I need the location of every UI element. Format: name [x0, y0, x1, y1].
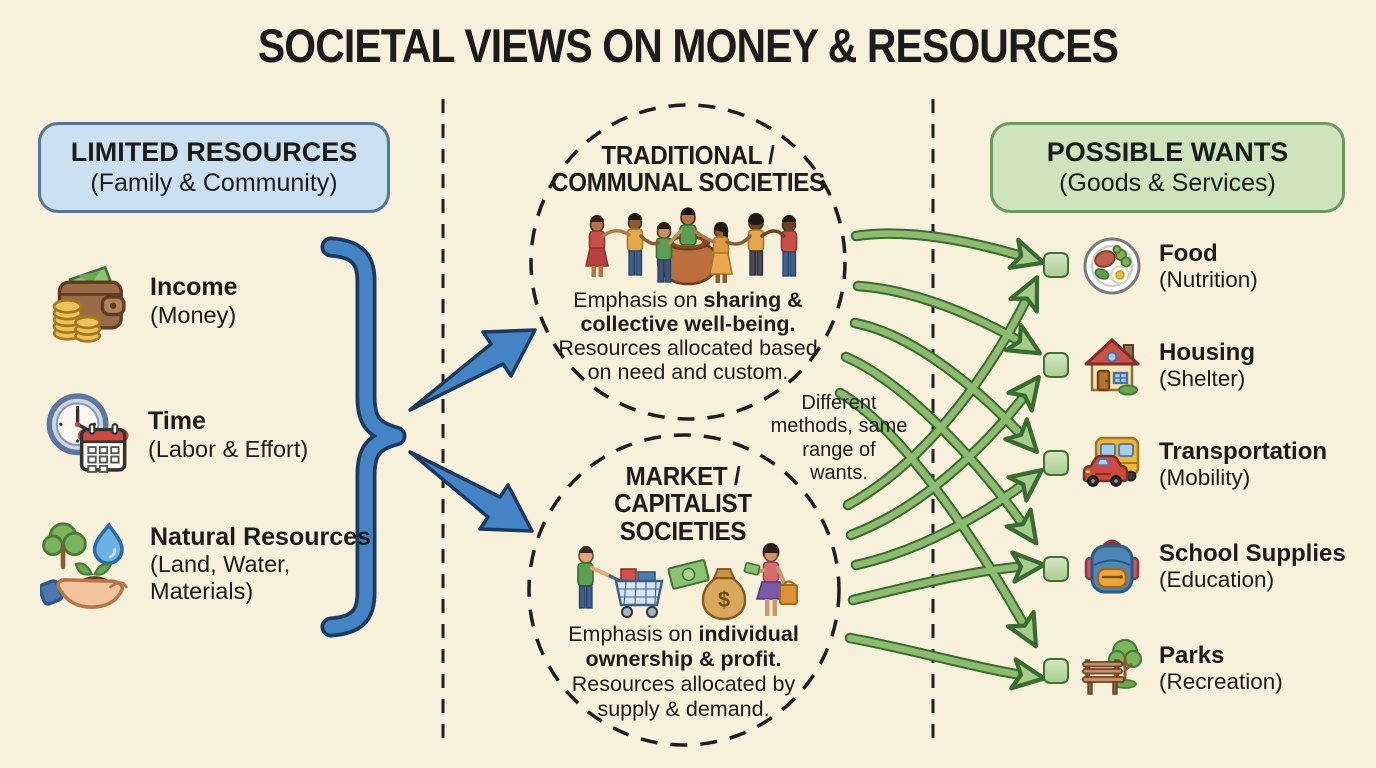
want-sublabel: (Nutrition)	[1159, 266, 1258, 292]
want-label: Food	[1159, 239, 1218, 267]
limited-resources-header: LIMITED RESOURCES (Family & Community)	[38, 122, 390, 213]
clock-calendar-icon	[46, 393, 129, 473]
blue-arrow-to-market	[408, 450, 534, 533]
want-label: Parks	[1159, 641, 1225, 669]
traditional-society-title: TRADITIONAL /COMMUNAL SOCIETIES	[551, 140, 825, 198]
want-row-housing: Housing (Shelter)	[1080, 333, 1255, 397]
resource-sublabel: (Land, Water, Materials)	[150, 551, 291, 605]
want-row-food: Food (Nutrition)	[1080, 234, 1258, 298]
possible-wants-header: POSSIBLE WANTS (Goods & Services)	[990, 122, 1345, 213]
house-icon	[1084, 338, 1140, 396]
resource-sublabel: (Labor & Effort)	[148, 435, 309, 462]
want-checkbox-food	[1043, 252, 1069, 278]
want-checkbox-school-supplies	[1043, 556, 1069, 582]
resource-text-income: Income (Money)	[150, 273, 238, 328]
want-sublabel: (Shelter)	[1159, 365, 1246, 391]
want-row-transportation: Transportation (Mobility)	[1080, 432, 1327, 496]
market-society-dashed-circle	[527, 433, 841, 747]
shoppers-cart-money-bag-illustration: $	[577, 543, 798, 621]
want-sublabel: (Mobility)	[1159, 464, 1251, 490]
want-text-housing: Housing (Shelter)	[1159, 339, 1255, 392]
resource-label: Time	[148, 407, 206, 436]
resource-label: Income	[150, 273, 238, 302]
blue-arrow-to-traditional	[408, 328, 537, 412]
resource-row-income: Income (Money)	[46, 258, 238, 344]
want-checkbox-housing	[1043, 352, 1069, 378]
want-row-parks: Parks (Recreation)	[1080, 636, 1283, 700]
limited-resources-subtitle: (Family & Community)	[90, 168, 338, 197]
resource-sublabel: (Money)	[150, 301, 237, 328]
possible-wants-title: POSSIBLE WANTS	[1046, 136, 1289, 167]
resource-text-time: Time (Labor & Effort)	[148, 407, 308, 462]
want-label: Transportation	[1159, 437, 1328, 465]
traditional-society-dashed-circle	[529, 103, 847, 421]
traditional-society-description: Emphasis on sharing &collective well-bei…	[558, 288, 818, 384]
want-text-food: Food (Nutrition)	[1159, 240, 1258, 293]
want-label: Housing	[1159, 338, 1255, 366]
want-label: School Supplies	[1159, 539, 1346, 567]
meal-plate-icon	[1083, 237, 1141, 295]
svg-text:$: $	[718, 587, 730, 612]
hand-plant-droplet-icon	[40, 522, 128, 609]
page-title: SOCIETAL VIEWS ON MONEY & RESOURCES	[257, 19, 1119, 72]
resource-row-time: Time (Labor & Effort)	[44, 392, 308, 478]
resource-label: Natural Resources	[150, 522, 371, 551]
want-text-school-supplies: School Supplies (Education)	[1159, 540, 1346, 593]
backpack-icon	[1084, 539, 1140, 594]
people-holding-hands-around-pot-illustration	[585, 207, 798, 286]
limited-resources-title: LIMITED RESOURCES	[70, 136, 358, 167]
bench-tree-icon	[1082, 638, 1143, 695]
want-sublabel: (Recreation)	[1159, 668, 1283, 694]
resource-row-natural-resources: Natural Resources (Land, Water, Material…	[40, 518, 371, 610]
resource-text-natural-resources: Natural Resources (Land, Water, Material…	[150, 523, 371, 605]
possible-wants-subtitle: (Goods & Services)	[1059, 168, 1276, 197]
wallet-coins-icon	[52, 265, 126, 343]
want-checkbox-parks	[1043, 658, 1069, 684]
want-row-school-supplies: School Supplies (Education)	[1080, 534, 1346, 598]
want-sublabel: (Education)	[1159, 566, 1275, 592]
want-text-transportation: Transportation (Mobility)	[1159, 438, 1327, 491]
bus-car-icon	[1082, 436, 1140, 487]
want-text-parks: Parks (Recreation)	[1159, 642, 1283, 695]
want-checkbox-transportation	[1043, 450, 1069, 476]
